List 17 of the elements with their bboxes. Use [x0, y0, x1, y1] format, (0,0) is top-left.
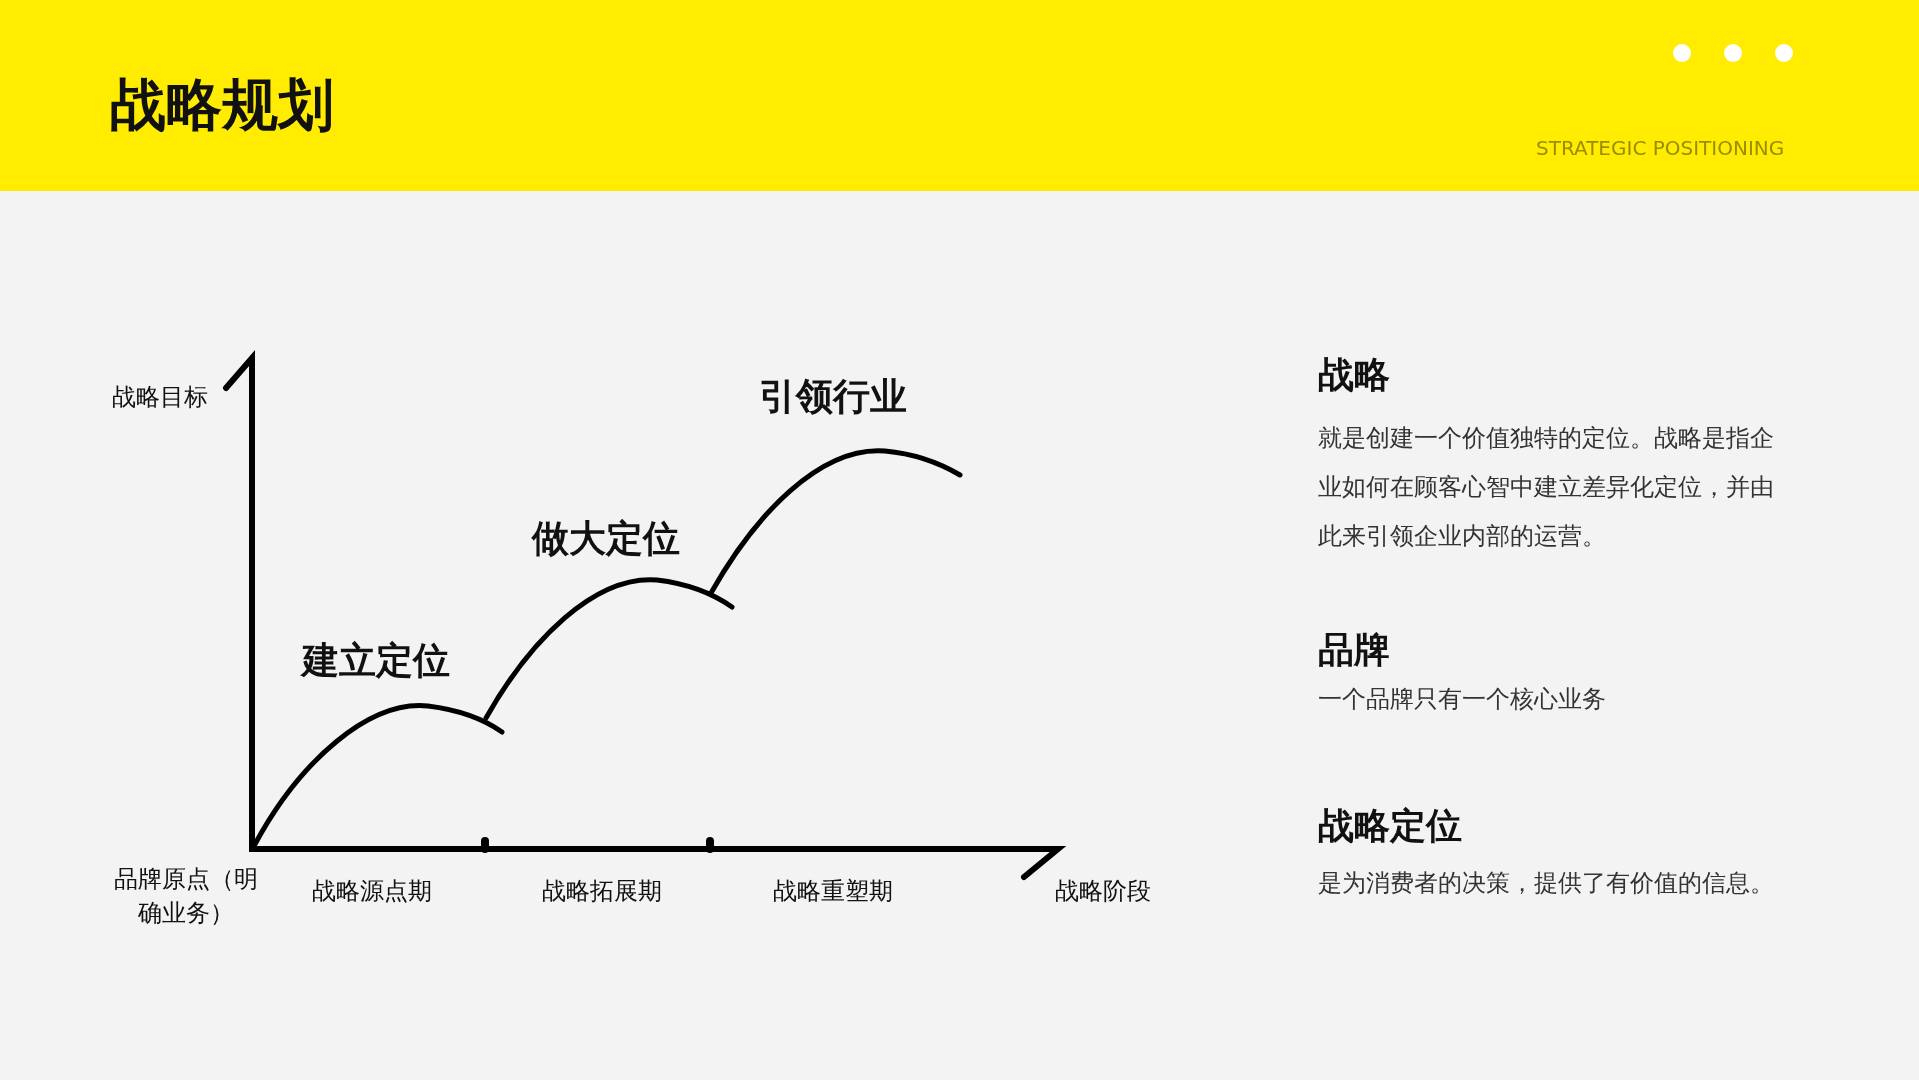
section-heading: 战略: [1318, 353, 1390, 397]
section-text: 一个品牌只有一个核心业务: [1318, 684, 1606, 714]
axis-label: 战略目标: [112, 382, 208, 412]
stage-label: 建立定位: [302, 638, 450, 684]
section-text: 是为消费者的决策，提供了有价值的信息。: [1318, 868, 1774, 898]
axis-label: 战略拓展期: [542, 876, 662, 906]
axis-label: 战略源点期: [312, 876, 432, 906]
section-text: 就是创建一个价值独特的定位。战略是指企业如何在顾客心智中建立差异化定位，并由此来引领企业内部的运营。: [1318, 423, 1775, 552]
stage-label: 做大定位: [532, 516, 680, 562]
axis-label: 战略阶段: [1055, 876, 1151, 906]
axis-label: 战略重塑期: [773, 876, 893, 906]
subtitle: STRATEGIC POSITIONING: [1536, 136, 1785, 161]
stage-label: 引领行业: [759, 374, 907, 420]
axis-label: 品牌原点（明确业务）: [113, 864, 259, 929]
section-heading: 品牌: [1318, 628, 1390, 672]
section-heading: 战略定位: [1318, 804, 1462, 848]
page-title: 战略规划: [110, 71, 334, 139]
